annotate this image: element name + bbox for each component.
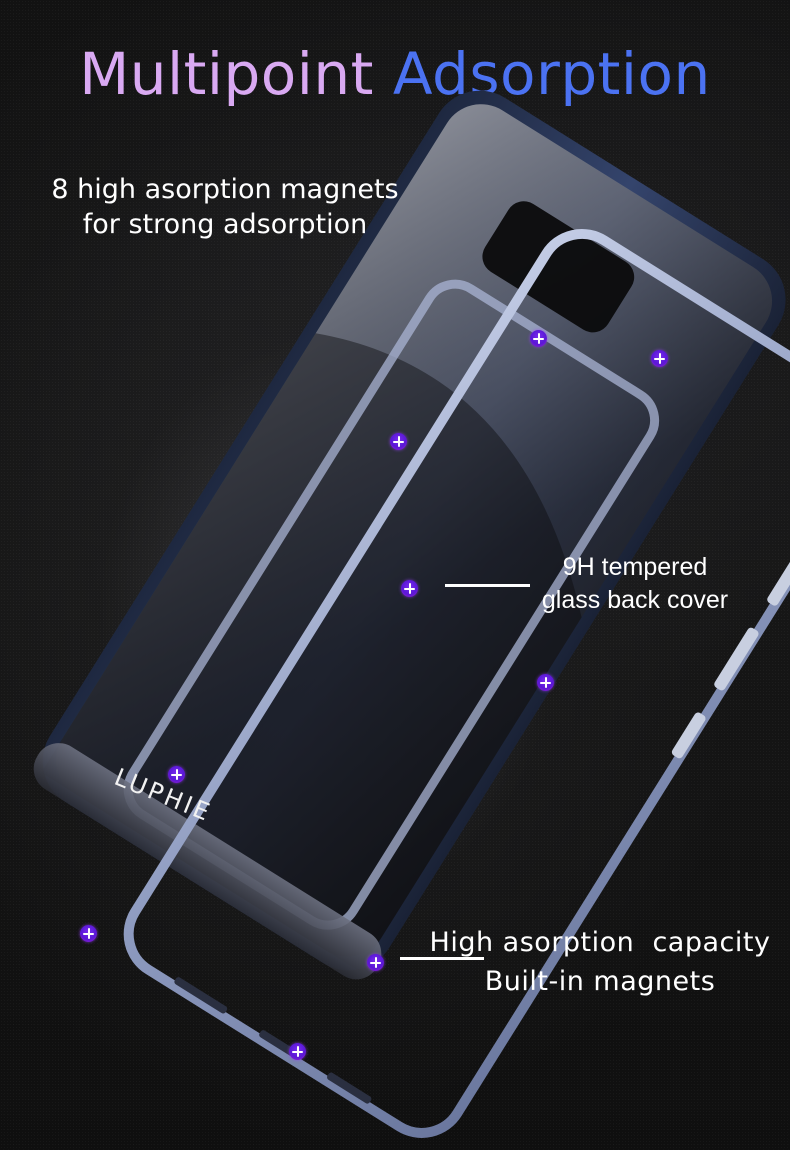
annotation-capacity: High asorption capacity Built-in magnets xyxy=(420,923,780,1001)
magnet-plus-circle-icon xyxy=(401,580,418,597)
title-word-adsorption: Adsorption xyxy=(392,40,711,108)
annotation-magnets: 8 high asorption magnets for strong adso… xyxy=(40,172,410,242)
magnet-plus-circle-icon xyxy=(289,1043,306,1060)
magnet-plus-circle-icon xyxy=(390,433,407,450)
magnet-plus-circle-icon xyxy=(530,330,547,347)
annotation-magnets-line2: for strong adsorption xyxy=(82,209,368,241)
magnet-plus-circle-icon xyxy=(537,674,554,691)
annotation-glass-line1: 9H tempered xyxy=(562,553,708,581)
annotation-glass-line2: glass back cover xyxy=(541,585,729,614)
magnet-plus-circle-icon xyxy=(367,954,384,971)
annotation-magnets-line1: 8 high asorption magnets xyxy=(51,174,399,205)
annotation-capacity-line2: Built-in magnets xyxy=(484,966,716,998)
leader-line-capacity xyxy=(400,957,484,960)
magnet-plus-circle-icon xyxy=(651,350,668,367)
title-word-multipoint: Multipoint xyxy=(79,40,374,108)
metal-bumper-frame xyxy=(123,228,790,1138)
magnet-plus-circle-icon xyxy=(80,925,97,942)
annotation-glass: 9H tempered glass back cover xyxy=(530,551,740,616)
leader-line-glass xyxy=(445,584,530,587)
page-title: Multipoint Adsorption xyxy=(0,40,790,108)
annotation-capacity-line1: High asorption capacity xyxy=(429,927,771,958)
magnet-plus-circle-icon xyxy=(168,766,185,783)
